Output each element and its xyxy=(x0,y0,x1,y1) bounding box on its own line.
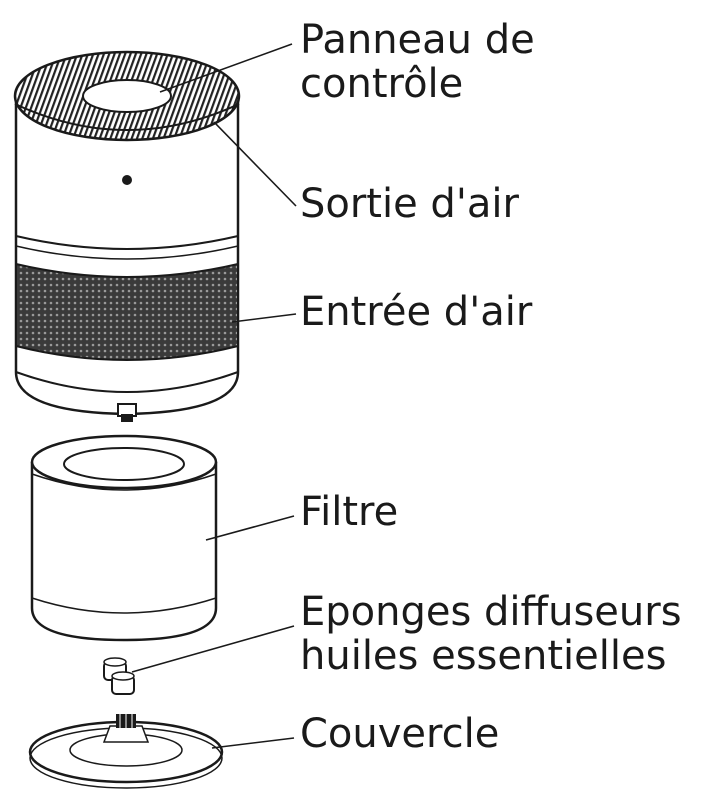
leader-lines xyxy=(131,43,297,749)
label-air-inlet: Entrée d'air xyxy=(300,289,533,335)
sponges xyxy=(103,657,135,695)
body-seam xyxy=(15,235,239,250)
filter-bottom-band xyxy=(31,597,217,614)
leader-cover xyxy=(211,737,295,749)
purifier-body xyxy=(13,50,241,422)
sensor-dot xyxy=(122,175,132,185)
filter-top-band xyxy=(31,473,217,491)
filter-cylinder xyxy=(30,434,218,642)
leader-control-panel xyxy=(159,43,293,93)
filter-inner xyxy=(63,447,185,481)
label-control-panel-line2: contrôle xyxy=(300,61,464,107)
leader-air-outlet xyxy=(213,121,297,207)
body-seam-2 xyxy=(15,245,239,260)
leader-filter xyxy=(205,515,295,541)
leader-sponges xyxy=(131,625,295,673)
label-air-outlet: Sortie d'air xyxy=(300,181,519,227)
leader-air-inlet xyxy=(231,313,297,323)
air-inlet-mesh xyxy=(15,262,239,361)
cover xyxy=(28,714,224,789)
filter-body xyxy=(30,462,218,642)
body-base xyxy=(15,371,239,393)
label-sponges: Eponges diffuseurs huiles essentielles xyxy=(300,590,682,678)
label-filter: Filtre xyxy=(300,489,399,535)
label-control-panel-line1: Panneau de xyxy=(300,17,535,63)
body-outline xyxy=(14,100,240,416)
label-cover: Couvercle xyxy=(300,711,500,757)
bottom-knob xyxy=(117,403,137,422)
label-sponges-line1: Eponges diffuseurs xyxy=(300,589,682,635)
label-control-panel: Panneau de contrôle xyxy=(300,18,535,106)
top-rim xyxy=(14,103,240,131)
control-panel xyxy=(82,79,172,113)
label-sponges-line2: huiles essentielles xyxy=(300,633,667,679)
